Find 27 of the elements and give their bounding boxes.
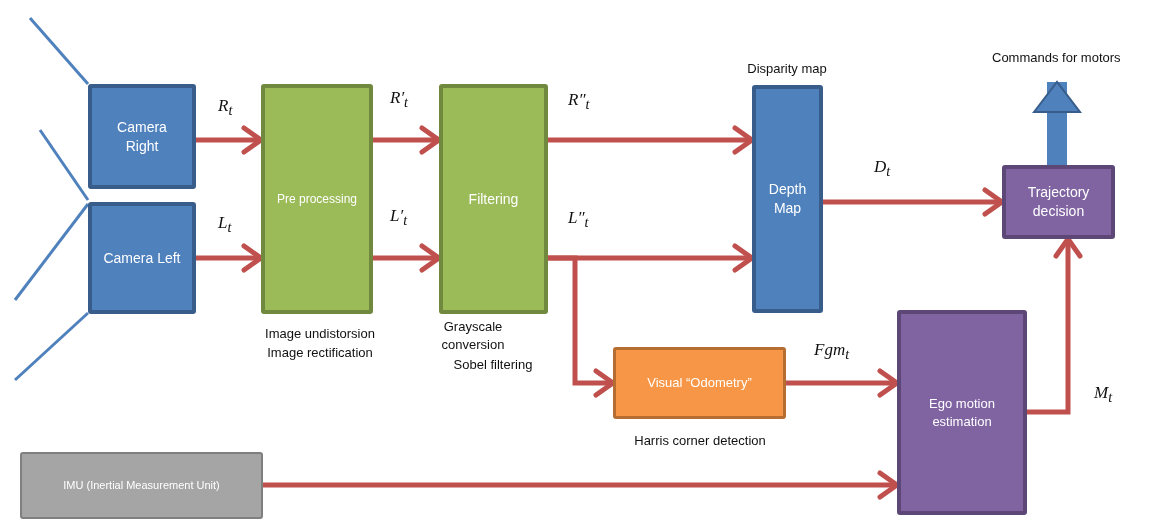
annotation: Image rectification: [266, 344, 374, 362]
process-box: [613, 347, 786, 419]
annotation: Image undistorsion: [264, 325, 376, 343]
arrow: [1033, 81, 1081, 165]
box-label: Pre processing: [275, 190, 358, 208]
box-label: Filtering: [467, 189, 520, 209]
annotation: Harris corner detection: [633, 432, 767, 450]
process-box: [439, 84, 548, 314]
process-box: [752, 85, 823, 313]
annotation: Grayscale conversion: [440, 318, 506, 355]
annotation: Sobel filtering: [452, 356, 534, 374]
box-label: Depth Map: [767, 180, 808, 218]
box-label: Ego motion estimation: [928, 394, 996, 431]
process-box: [897, 310, 1027, 515]
box-label: Trajectory decision: [1026, 183, 1091, 221]
process-box: [20, 452, 263, 519]
arrow: [1027, 236, 1083, 415]
box-label: Camera Left: [102, 248, 182, 268]
output-label: Commands for motors: [990, 50, 1123, 65]
process-box: [261, 84, 373, 314]
box-label: Camera Right: [116, 117, 168, 156]
box-label: IMU (Inertial Measurement Unit): [62, 478, 221, 493]
process-box: [88, 202, 196, 314]
box-label: Visual “Odometry”: [646, 374, 753, 392]
process-box: [1002, 165, 1115, 239]
process-box: [88, 84, 196, 189]
annotation: Disparity map: [746, 60, 828, 78]
